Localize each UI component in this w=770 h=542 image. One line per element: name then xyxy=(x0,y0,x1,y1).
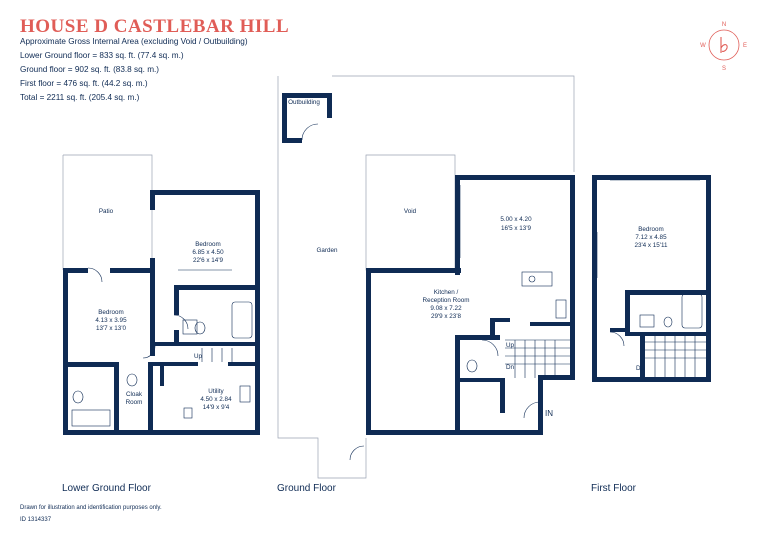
lower-stair-up: Up xyxy=(194,353,203,360)
area-lower-ground: Lower Ground floor = 833 sq. ft. (77.4 s… xyxy=(20,51,184,60)
entrance-label: IN xyxy=(545,409,553,418)
lower-bedroom-1-dim-m: 6.85 x 4.50 xyxy=(192,249,224,256)
ground-room-dim-ft: 16'5 x 13'9 xyxy=(501,225,532,232)
utility-name: Utility xyxy=(208,388,224,395)
area-first: First floor = 476 sq. ft. (44.2 sq. m.) xyxy=(20,79,148,88)
compass-w: W xyxy=(700,43,706,49)
lower-bedroom-2-dim-ft: 13'7 x 13'0 xyxy=(96,325,127,332)
first-bedroom-name: Bedroom xyxy=(638,226,664,233)
first-stair-dn: Dn xyxy=(636,365,645,372)
plan-id: ID 1314337 xyxy=(20,517,52,523)
ground-room-dim-m: 5.00 x 4.20 xyxy=(500,216,532,223)
area-note: Approximate Gross Internal Area (excludi… xyxy=(20,37,248,46)
cloak-room-line-1: Cloak xyxy=(126,391,143,398)
disclaimer: Drawn for illustration and identificatio… xyxy=(20,505,162,511)
kitchen-line-1: Kitchen / xyxy=(434,289,459,296)
lower-ground-floor-label: Lower Ground Floor xyxy=(62,483,151,494)
lower-ground-floor-plan: Patio Bedroom 6.85 x 4.50 22'6 x 14'9 Be… xyxy=(62,154,260,435)
lower-bedroom-1-name: Bedroom xyxy=(195,241,221,248)
lower-bedroom-1-dim-ft: 22'6 x 14'9 xyxy=(193,257,224,264)
first-bedroom-dim-m: 7.12 x 4.85 xyxy=(635,234,667,241)
garden-outline xyxy=(277,75,575,479)
outbuilding xyxy=(282,93,332,143)
outbuilding-label: Outbuilding xyxy=(288,99,320,106)
compass-icon: N S W E xyxy=(700,22,747,72)
plan-title: HOUSE D CASTLEBAR HILL xyxy=(20,16,290,37)
ground-stair-dn: Dn xyxy=(506,364,515,371)
compass-e: E xyxy=(743,43,747,49)
compass-s: S xyxy=(722,66,726,72)
first-bedroom-dim-ft: 23'4 x 15'11 xyxy=(634,242,668,249)
compass-n: N xyxy=(722,22,726,28)
cloak-room-line-2: Room xyxy=(126,399,143,406)
lower-bedroom-2-name: Bedroom xyxy=(98,309,124,316)
patio-label: Patio xyxy=(99,208,114,215)
ground-floor-label: Ground Floor xyxy=(277,483,336,494)
ground-floor-plan: Outbuilding Garden Void 5.00 x 4.20 16'5… xyxy=(277,75,575,479)
garden-label: Garden xyxy=(316,247,338,254)
ground-stair-up: Up xyxy=(506,342,515,349)
void-label: Void xyxy=(404,208,417,215)
kitchen-line-2: Reception Room xyxy=(423,297,470,304)
kitchen-dim-ft: 29'9 x 23'8 xyxy=(431,313,462,320)
kitchen-dim-m: 9.08 x 7.22 xyxy=(430,305,462,312)
area-ground: Ground floor = 902 sq. ft. (83.8 sq. m.) xyxy=(20,65,160,74)
first-floor-label: First Floor xyxy=(591,483,636,494)
area-total: Total = 2211 sq. ft. (205.4 sq. m.) xyxy=(20,93,140,102)
patio-outline xyxy=(63,154,153,270)
utility-dim-m: 4.50 x 2.84 xyxy=(200,396,232,403)
lower-bedroom-2-dim-m: 4.13 x 3.95 xyxy=(95,317,127,324)
first-floor-plan: Bedroom 7.12 x 4.85 23'4 x 15'11 Dn xyxy=(592,175,711,382)
utility-dim-ft: 14'9 x 9'4 xyxy=(203,404,230,411)
